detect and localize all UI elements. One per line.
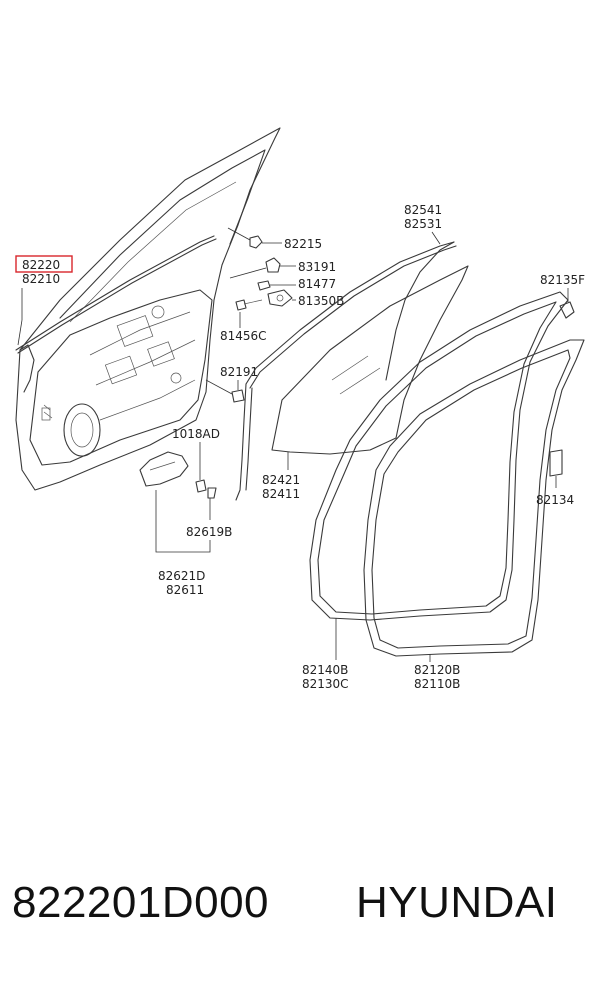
- parts-diagram: 82220 82210 82215 83191 81477 81350B 814…: [15, 127, 585, 691]
- label-82611: 82611: [166, 583, 204, 597]
- label-82140B: 82140B: [302, 663, 348, 677]
- label-82621D: 82621D: [158, 569, 205, 583]
- brand-name: HYUNDAI: [356, 878, 558, 927]
- label-82215: 82215: [284, 237, 322, 251]
- clip-82135F: [559, 288, 575, 319]
- label-82619B: 82619B: [186, 525, 232, 539]
- highlight-box-82220: [15, 255, 73, 273]
- label-82130C: 82130C: [302, 677, 349, 691]
- label-82210: 82210: [22, 272, 60, 286]
- label-81477: 81477: [298, 277, 336, 291]
- label-82411: 82411: [262, 487, 300, 501]
- part-number: 822201D000: [12, 878, 270, 927]
- label-82110B: 82110B: [414, 677, 460, 691]
- footer: 822201D000 HYUNDAI: [0, 878, 600, 948]
- label-1018AD: 1018AD: [172, 427, 220, 441]
- glass-run: [235, 231, 457, 501]
- door-glass: [271, 265, 469, 470]
- label-82120B: 82120B: [414, 663, 460, 677]
- door-panel: [15, 127, 281, 491]
- body-side-weatherstrip: [309, 291, 569, 660]
- label-82191: 82191: [220, 365, 258, 379]
- label-82135F: 82135F: [540, 273, 585, 287]
- label-83191: 83191: [298, 260, 336, 274]
- label-82541: 82541: [404, 203, 442, 217]
- outside-handle: [139, 442, 217, 553]
- label-82220: 82220: [22, 258, 60, 272]
- label-82421: 82421: [262, 473, 300, 487]
- tape-82134: [549, 449, 563, 488]
- label-82531: 82531: [404, 217, 442, 231]
- label-82134: 82134: [536, 493, 574, 507]
- label-81456C: 81456C: [220, 329, 267, 343]
- hardware-items: [205, 227, 296, 403]
- door-side-weatherstrip: [363, 339, 585, 662]
